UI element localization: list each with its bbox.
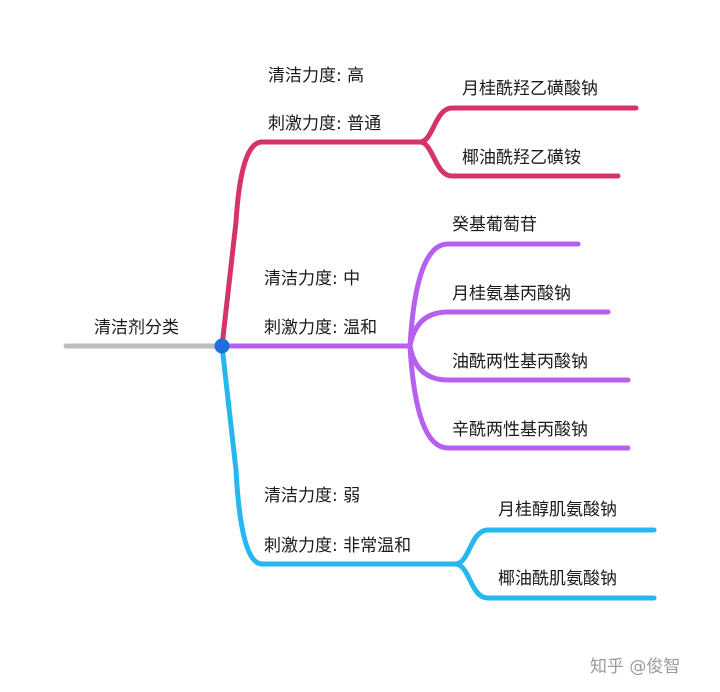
leaf-medium-1[interactable]: 癸基葡萄苷	[452, 215, 537, 235]
leaf-connector-low-1	[452, 527, 657, 567]
leaf-low-2[interactable]: 椰油酰肌氨酸钠	[498, 569, 617, 589]
leaf-low-1[interactable]: 月桂醇肌氨酸钠	[498, 500, 617, 520]
branch-medium-irritation-note: 刺激力度: 温和	[264, 318, 378, 338]
leaf-high-2[interactable]: 椰油酰羟乙磺铵	[462, 148, 581, 168]
leaf-connector-high-2	[417, 139, 621, 179]
branch-low-clean-note: 清洁力度: 弱	[264, 486, 361, 506]
leaf-connector-low-2	[452, 561, 657, 601]
root-label[interactable]: 清洁剂分类	[94, 318, 179, 338]
branch-line-low	[219, 343, 458, 567]
root-node-dot[interactable]	[214, 338, 230, 354]
leaf-connector-medium-1	[407, 241, 581, 349]
branch-high-irritation-note: 刺激力度: 普通	[268, 114, 382, 134]
leaf-connector-medium-4	[407, 343, 631, 451]
leaf-connector-medium-2	[407, 309, 611, 349]
branch-high-clean-note: 清洁力度: 高	[268, 66, 365, 86]
leaf-medium-2[interactable]: 月桂氨基丙酸钠	[452, 284, 571, 304]
branch-medium-clean-note: 清洁力度: 中	[264, 269, 361, 289]
branch-low-irritation-note: 刺激力度: 非常温和	[264, 536, 412, 556]
watermark: 知乎 @俊智	[590, 657, 681, 677]
leaf-medium-4[interactable]: 辛酰两性基丙酸钠	[452, 420, 588, 440]
branch-line-high	[219, 139, 423, 349]
leaf-medium-3[interactable]: 油酰两性基丙酸钠	[452, 352, 588, 372]
leaf-connector-high-1	[417, 105, 639, 145]
leaf-high-1[interactable]: 月桂酰羟乙磺酸钠	[462, 79, 598, 99]
